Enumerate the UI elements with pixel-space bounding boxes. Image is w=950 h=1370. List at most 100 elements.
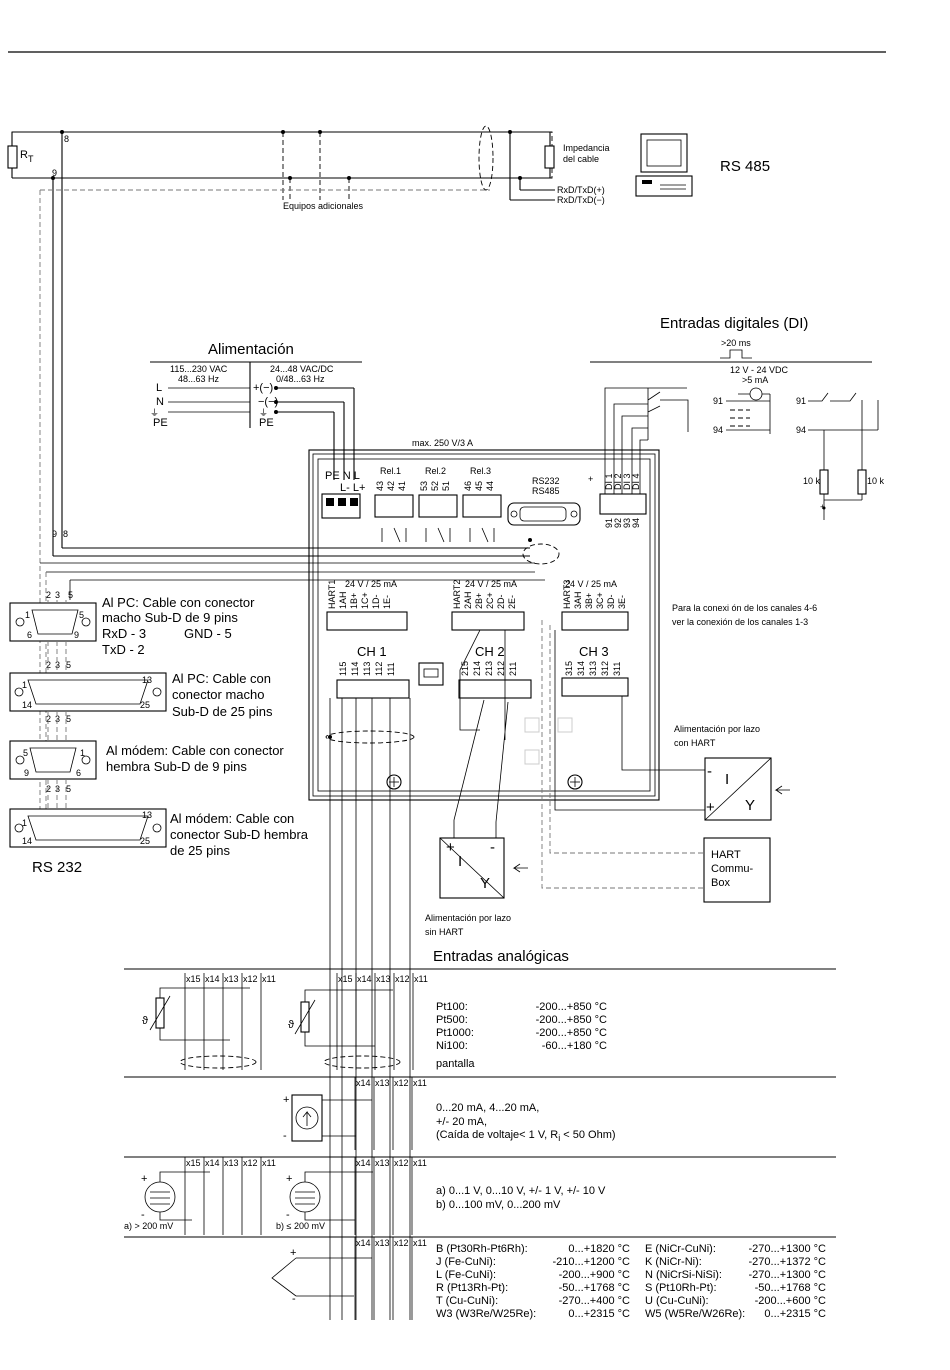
svg-text:Rel.2: Rel.2 bbox=[425, 466, 446, 476]
channel-terminal-number: 115 bbox=[338, 662, 348, 676]
hart-terminal-label: 1C+ bbox=[360, 592, 370, 609]
svg-text:I: I bbox=[458, 853, 462, 870]
terminal-column-header: x12 bbox=[395, 974, 410, 984]
terminal-column-header: x14 bbox=[356, 1238, 371, 1248]
svg-text:0/48...63 Hz: 0/48...63 Hz bbox=[276, 374, 325, 384]
terminal-column-header: x14 bbox=[205, 1158, 220, 1168]
svg-text:8: 8 bbox=[63, 529, 68, 539]
rt-label: R bbox=[20, 149, 28, 161]
terminal-column-header: x13 bbox=[375, 1238, 390, 1248]
hart-terminal-label: 3AH bbox=[573, 591, 583, 609]
svg-text:5: 5 bbox=[66, 784, 71, 794]
db9-pc-connector: 2 3 5 1 5 6 9 Al PC: Cable con conector … bbox=[9, 590, 255, 657]
terminal-column-header: x12 bbox=[243, 1158, 258, 1168]
svg-text:+: + bbox=[283, 1094, 289, 1106]
tc-range: -200...+900 °C bbox=[559, 1269, 630, 1281]
loop-nohart-label: Alimentación por lazo bbox=[425, 913, 511, 923]
relay1-terminal bbox=[374, 494, 414, 518]
rtd-type: Ni100: bbox=[436, 1040, 468, 1052]
svg-text:94: 94 bbox=[713, 425, 723, 435]
tc-range: -270...+400 °C bbox=[559, 1295, 630, 1307]
channel-terminal-number: 211 bbox=[508, 662, 518, 676]
relay-terminal-number: 45 bbox=[474, 481, 484, 491]
tc-type: U (Cu-CuNi): bbox=[645, 1295, 709, 1307]
svg-text:5: 5 bbox=[66, 660, 71, 670]
extra-devices-label: Equipos adicionales bbox=[283, 201, 364, 211]
rtd-range: -200...+850 °C bbox=[536, 1014, 607, 1026]
channel-terminal-number: 114 bbox=[350, 662, 360, 676]
terminal-column-header: x13 bbox=[224, 974, 239, 984]
channel-terminal-number: 215 bbox=[460, 661, 470, 676]
svg-text:94: 94 bbox=[796, 425, 806, 435]
svg-text:1: 1 bbox=[25, 610, 30, 620]
db9-modem-connector: 2 3 5 5 1 9 6 Al módem: Cable con conect… bbox=[9, 714, 284, 780]
svg-text:12 V - 24 VDC: 12 V - 24 VDC bbox=[730, 365, 789, 375]
di-title: Entradas digitales (DI) bbox=[660, 315, 808, 332]
svg-text:HART: HART bbox=[711, 849, 741, 861]
terminal-column-header: x11 bbox=[413, 1158, 427, 1168]
channel-terminal-number: 315 bbox=[564, 661, 574, 676]
tc-range: -270...+1372 °C bbox=[749, 1256, 827, 1268]
di-terminal-number: 92 bbox=[613, 518, 623, 528]
svg-text:2: 2 bbox=[46, 660, 51, 670]
terminal-column-header: x11 bbox=[262, 974, 276, 984]
terminal-column-header: x14 bbox=[205, 974, 220, 984]
hart-terminal-label: 3D- bbox=[606, 594, 616, 609]
rtd-sensor-icon: ϑ bbox=[288, 989, 401, 1069]
tc-range: -270...+1300 °C bbox=[749, 1243, 827, 1255]
channel-terminal-number: 313 bbox=[588, 661, 598, 676]
svg-text:conector macho: conector macho bbox=[172, 687, 265, 702]
voltage-source-icon: + - b) ≤ 200 mV bbox=[276, 1171, 373, 1231]
svg-text:-: - bbox=[283, 1130, 287, 1142]
svg-text:10 k: 10 k bbox=[803, 476, 821, 486]
svg-text:de 25 pins: de 25 pins bbox=[170, 843, 230, 858]
svg-text:Impedancia: Impedancia bbox=[563, 143, 610, 153]
svg-text:3: 3 bbox=[55, 590, 60, 600]
termination-resistor-right bbox=[544, 145, 555, 169]
rs485-bus: R T 8 9 Equipos adicionales Impedancia d… bbox=[7, 125, 770, 211]
hart-terminal-label: HART1 bbox=[327, 580, 337, 609]
svg-text:-: - bbox=[286, 1209, 290, 1221]
channel-terminal-number: 111 bbox=[386, 662, 396, 676]
svg-text:+: + bbox=[706, 799, 715, 816]
svg-text:-: - bbox=[141, 1209, 145, 1221]
svg-text:115...230 VAC: 115...230 VAC bbox=[170, 364, 228, 374]
modem9-label: Al módem: Cable con conector bbox=[106, 743, 284, 758]
rtd-range: -60...+180 °C bbox=[542, 1040, 607, 1052]
dip-switch bbox=[418, 662, 444, 686]
power-title: Alimentación bbox=[208, 341, 294, 358]
terminal-column-header: x15 bbox=[338, 974, 353, 984]
terminal-column-header: x12 bbox=[243, 974, 258, 984]
svg-text:8: 8 bbox=[64, 134, 69, 144]
svg-text:ϑ: ϑ bbox=[288, 1019, 294, 1031]
channel-terminal-number: 213 bbox=[484, 661, 494, 676]
tc-type: W3 (W3Re/W25Re): bbox=[436, 1308, 536, 1320]
shield-label: pantalla bbox=[436, 1058, 475, 1070]
relay-terminal-number: 51 bbox=[441, 481, 451, 491]
svg-text:T: T bbox=[28, 154, 34, 164]
relay2-terminal bbox=[418, 494, 458, 518]
svg-text:9: 9 bbox=[74, 630, 79, 640]
svg-text:RS232: RS232 bbox=[532, 476, 560, 486]
svg-text:14: 14 bbox=[22, 700, 32, 710]
terminal-column-header: x15 bbox=[186, 1158, 201, 1168]
hart1-terminal bbox=[326, 611, 408, 631]
terminal-column-header: x13 bbox=[375, 1158, 390, 1168]
svg-text:+/- 20 mA,: +/- 20 mA, bbox=[436, 1116, 487, 1128]
svg-text:24 V / 25 mA: 24 V / 25 mA bbox=[465, 579, 517, 589]
hart-terminal-label: HART3 bbox=[562, 580, 572, 609]
svg-text:Rel.1: Rel.1 bbox=[380, 466, 401, 476]
svg-text:−(−): −(−) bbox=[258, 396, 278, 408]
svg-text:2: 2 bbox=[46, 590, 51, 600]
di-terminal-number: 93 bbox=[622, 518, 632, 528]
svg-text:GND - 5: GND - 5 bbox=[184, 626, 232, 641]
svg-text:14: 14 bbox=[22, 836, 32, 846]
svg-text:PE: PE bbox=[153, 417, 168, 429]
hart-terminal-label: 3E- bbox=[617, 595, 627, 609]
terminal-column-header: x14 bbox=[357, 974, 372, 984]
svg-text:25: 25 bbox=[140, 836, 150, 846]
svg-text:2: 2 bbox=[46, 784, 51, 794]
hart-terminal-label: 3B+ bbox=[584, 593, 594, 609]
